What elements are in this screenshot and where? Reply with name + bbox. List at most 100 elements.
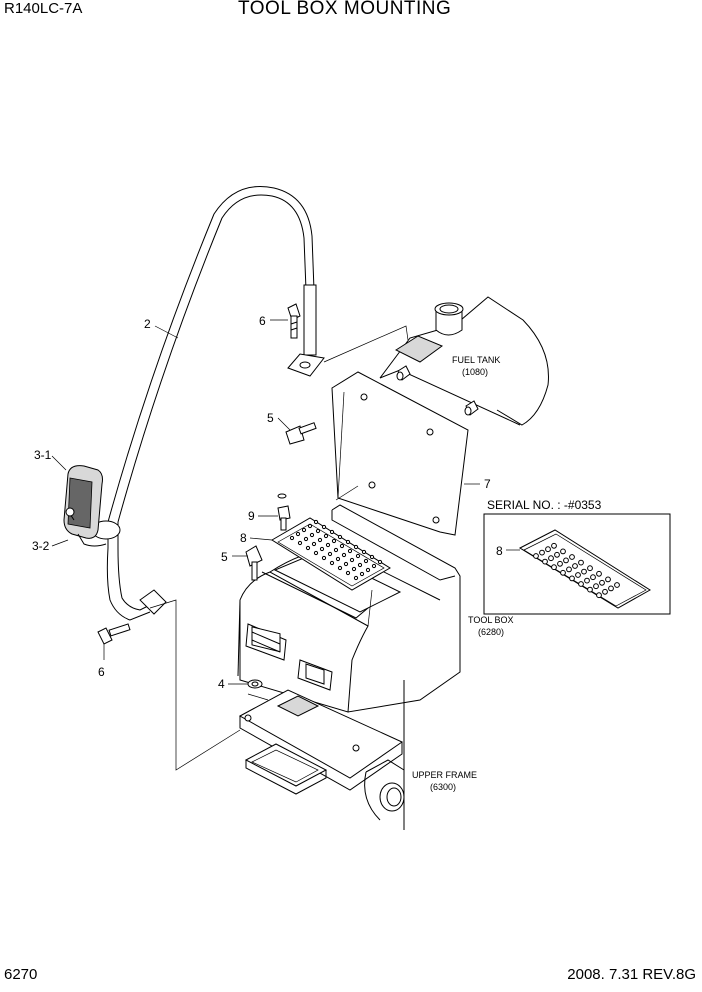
mat-perforation [357, 562, 363, 568]
mat-perforation [329, 529, 335, 535]
mat-perforation [371, 563, 377, 569]
fuel-tank-label: FUEL TANK [452, 355, 500, 365]
inset-mat-perforation [572, 563, 578, 569]
inset-mat-perforation [557, 560, 563, 567]
inset-mat-perforation [545, 546, 551, 553]
inset-mat-perforation [614, 582, 620, 588]
inset-mat-perforation [605, 576, 611, 583]
fasteners [97, 303, 317, 689]
mat-perforation [333, 547, 339, 553]
mirror-assembly-3 [63, 465, 107, 547]
mat-perforation [361, 549, 367, 555]
fuel-tank-drawing [379, 296, 549, 426]
inset-mat-perforation [584, 577, 590, 584]
mat-perforation [317, 537, 323, 543]
cover-plate-part-7 [331, 371, 469, 536]
tool-box-label: TOOL BOX [468, 615, 514, 625]
callout-5-upper: 5 [267, 411, 274, 425]
page-title: TOOL BOX MOUNTING [238, 0, 452, 19]
mat-perforation [313, 519, 319, 525]
inset-mat-perforation [551, 542, 557, 549]
tool-box-drawing [237, 504, 461, 713]
mat-perforation [313, 550, 319, 556]
inset-mat-perforation [587, 565, 593, 572]
mat-perforation [321, 555, 327, 561]
tool-box-code: (6280) [478, 627, 504, 637]
inset-mat-perforation [599, 579, 605, 586]
model-number: R140LC-7A [4, 0, 83, 17]
mat-perforation [341, 552, 347, 558]
inset-mat-perforation [575, 572, 581, 578]
mat-perforation [289, 535, 295, 541]
mat-perforation [339, 543, 345, 549]
mat-perforation [351, 566, 357, 572]
mat-perforation [295, 531, 301, 537]
inset-mat-perforation [581, 568, 587, 575]
mat-perforation [309, 532, 315, 538]
fuel-tank-code: (1080) [462, 367, 488, 377]
handrail-part-2 [91, 186, 325, 621]
inset-mat-perforation [587, 586, 593, 593]
mat-perforation [315, 528, 321, 534]
inset-mat-perforation [596, 592, 602, 599]
inset-mat-perforation [569, 554, 575, 560]
inset-mat-perforation [608, 585, 614, 592]
mat-perforation [319, 546, 325, 552]
mat-perforation [343, 561, 349, 567]
callout-numbers: 2 6 5 3-1 3-2 9 8 5 6 4 7 8 [32, 314, 503, 691]
inset-mat-perforation [596, 570, 602, 577]
mat-perforation [305, 545, 311, 551]
reference-labels: FUEL TANK (1080) TOOL BOX (6280) UPPER F… [412, 355, 602, 792]
callout-5-mid: 5 [221, 550, 228, 564]
mat-perforation [297, 540, 303, 546]
mat-perforation [377, 559, 383, 565]
callout-8-mat: 8 [240, 531, 247, 545]
inset-mat-perforation [548, 555, 554, 562]
inset-mat-perforation [551, 564, 557, 571]
mat-perforation [337, 565, 343, 571]
mat-perforation [303, 536, 309, 542]
leader-lines [51, 319, 520, 685]
serial-number-label: SERIAL NO. : -#0353 [487, 498, 602, 512]
mat-perforation [359, 571, 365, 577]
step-bracket-drawing [238, 680, 405, 830]
mat-perforation [331, 538, 337, 544]
inset-mat-perforation [539, 549, 545, 556]
callout-3-2: 3-2 [32, 539, 50, 553]
mat-perforation [345, 539, 351, 545]
mat-perforation [311, 541, 317, 547]
mat-perforation [345, 570, 351, 576]
inset-mat-perforation [593, 583, 599, 590]
mat-perforation [353, 575, 359, 581]
mat-perforation [321, 524, 327, 530]
inset-mat-perforation [542, 558, 548, 565]
inset-mat-perforation [590, 574, 596, 581]
upper-frame-code: (6300) [430, 782, 456, 792]
inset-mat-perforation [578, 559, 584, 566]
inset-mat-perforation [533, 553, 539, 559]
revision-date: 2008. 7.31 REV.8G [567, 966, 696, 983]
callout-8-inset: 8 [496, 544, 503, 558]
inset-mat-perforation [578, 581, 584, 587]
mat-perforation [353, 544, 359, 550]
callout-9: 9 [248, 509, 255, 523]
mat-perforation [327, 551, 333, 557]
mat-perforation [355, 553, 361, 559]
mat-perforation [307, 523, 313, 529]
inset-mat-perforation [569, 575, 575, 582]
callout-2: 2 [144, 317, 151, 331]
inset-mat-perforation [563, 557, 569, 564]
inset-mat-perforation [554, 551, 560, 558]
mat-perforation [363, 558, 369, 564]
mat-perforation [335, 556, 341, 562]
inset-mat-perforation [560, 548, 566, 555]
mat-perforation [323, 533, 329, 539]
mat-perforation [325, 542, 331, 548]
callout-6-top: 6 [259, 314, 266, 328]
mat-perforation [347, 548, 353, 554]
callout-7: 7 [484, 477, 491, 491]
inset-mat-perforation [560, 569, 566, 576]
mat-perforation [301, 527, 307, 533]
inset-mat-perforation [602, 588, 608, 595]
